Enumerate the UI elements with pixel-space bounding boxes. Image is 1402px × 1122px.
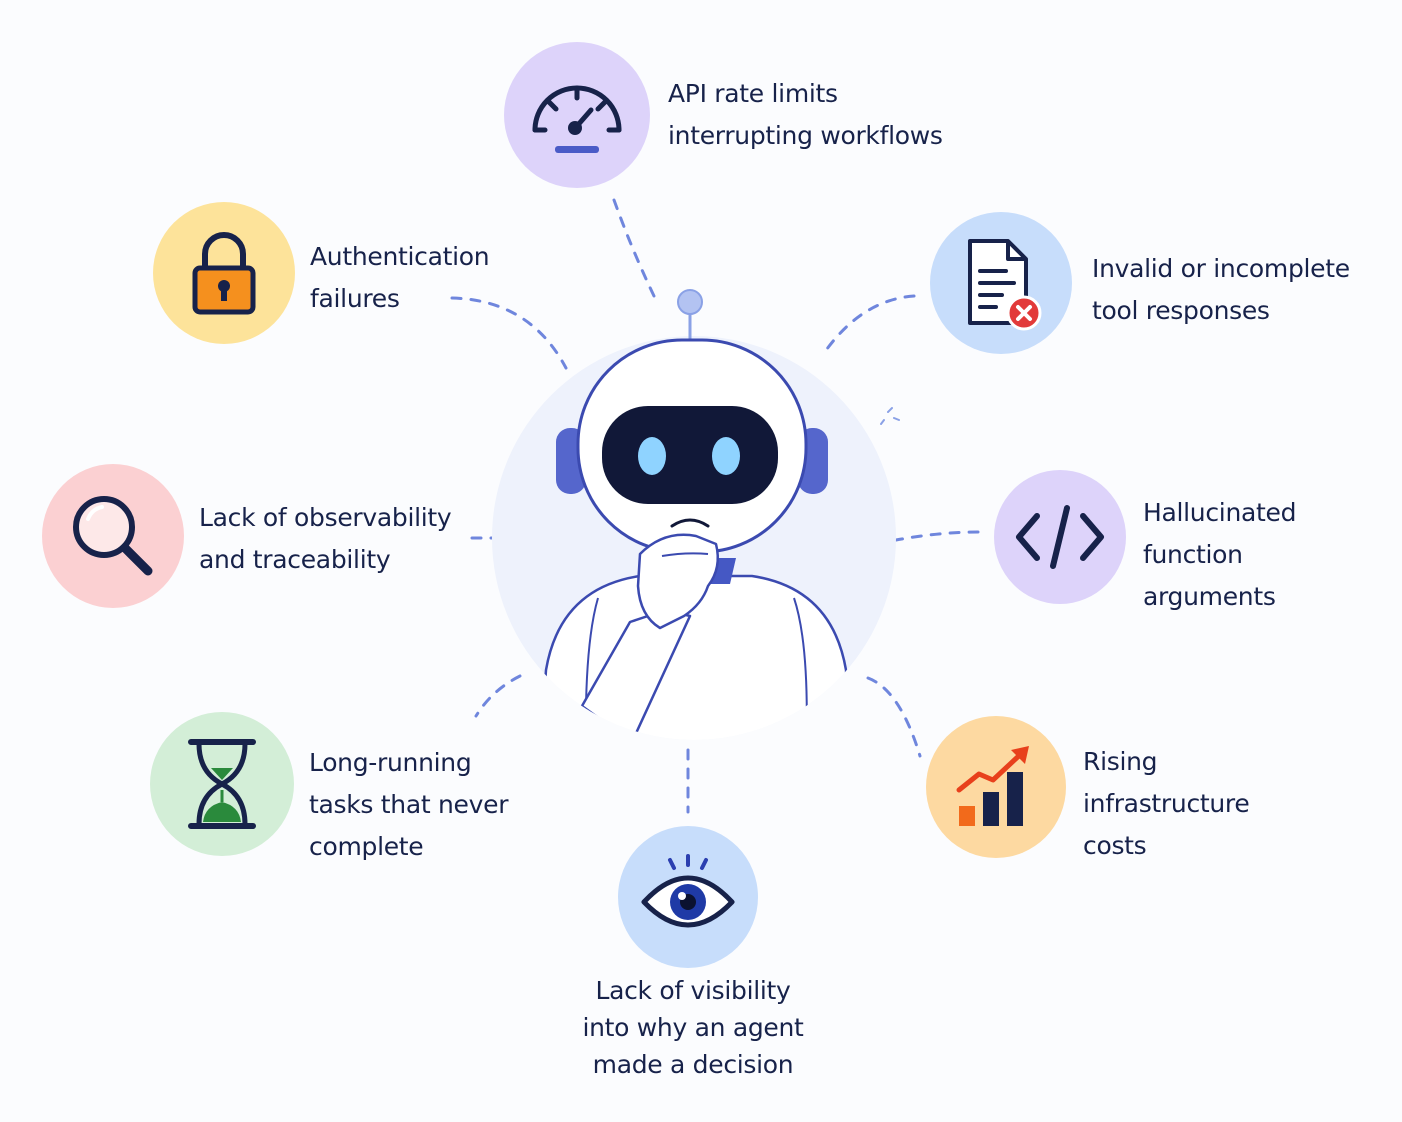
label-rising-costs: Rising infrastructure costs bbox=[1083, 747, 1250, 860]
bubble-lack-of-observability bbox=[42, 464, 184, 608]
bubble-hallucinated-arguments bbox=[994, 470, 1126, 604]
label-long-running-tasks: Long-running tasks that never complete bbox=[309, 748, 509, 861]
bubble-rising-costs bbox=[926, 716, 1066, 858]
code-icon bbox=[1016, 505, 1104, 569]
bubble-authentication-failures bbox=[153, 202, 295, 344]
label-hallucinated-arguments: Hallucinated function arguments bbox=[1143, 498, 1297, 611]
speedometer-icon bbox=[532, 85, 622, 153]
connector-api-rate-limits bbox=[612, 198, 656, 298]
magnifier-icon bbox=[73, 496, 153, 576]
label-lack-of-observability: Lack of observability and traceability bbox=[199, 503, 452, 574]
bar-chart-up-icon bbox=[956, 746, 1029, 826]
thinking-robot-icon bbox=[492, 289, 900, 740]
connector-hallucinated-arguments bbox=[894, 530, 980, 542]
document-error-icon bbox=[968, 239, 1042, 331]
label-lack-of-visibility: Lack of visibility into why an agent mad… bbox=[582, 976, 804, 1079]
hourglass-icon bbox=[188, 739, 256, 829]
robot-illustration bbox=[490, 286, 900, 746]
eye-icon bbox=[641, 854, 735, 928]
connector-rising-costs bbox=[866, 676, 922, 758]
label-authentication-failures: Authentication failures bbox=[310, 242, 490, 313]
connector-invalid-tool-responses bbox=[820, 294, 916, 358]
connector-authentication-failures bbox=[450, 296, 568, 370]
lock-icon bbox=[192, 232, 256, 315]
bubble-api-rate-limits bbox=[504, 42, 650, 188]
label-invalid-tool-responses: Invalid or incomplete tool responses bbox=[1092, 254, 1350, 325]
label-api-rate-limits: API rate limits interrupting workflows bbox=[668, 79, 943, 150]
connector-long-running-tasks bbox=[474, 674, 522, 718]
bubble-invalid-tool-responses bbox=[930, 212, 1072, 354]
bubble-lack-of-visibility bbox=[618, 826, 758, 968]
bubble-long-running-tasks bbox=[150, 712, 294, 856]
